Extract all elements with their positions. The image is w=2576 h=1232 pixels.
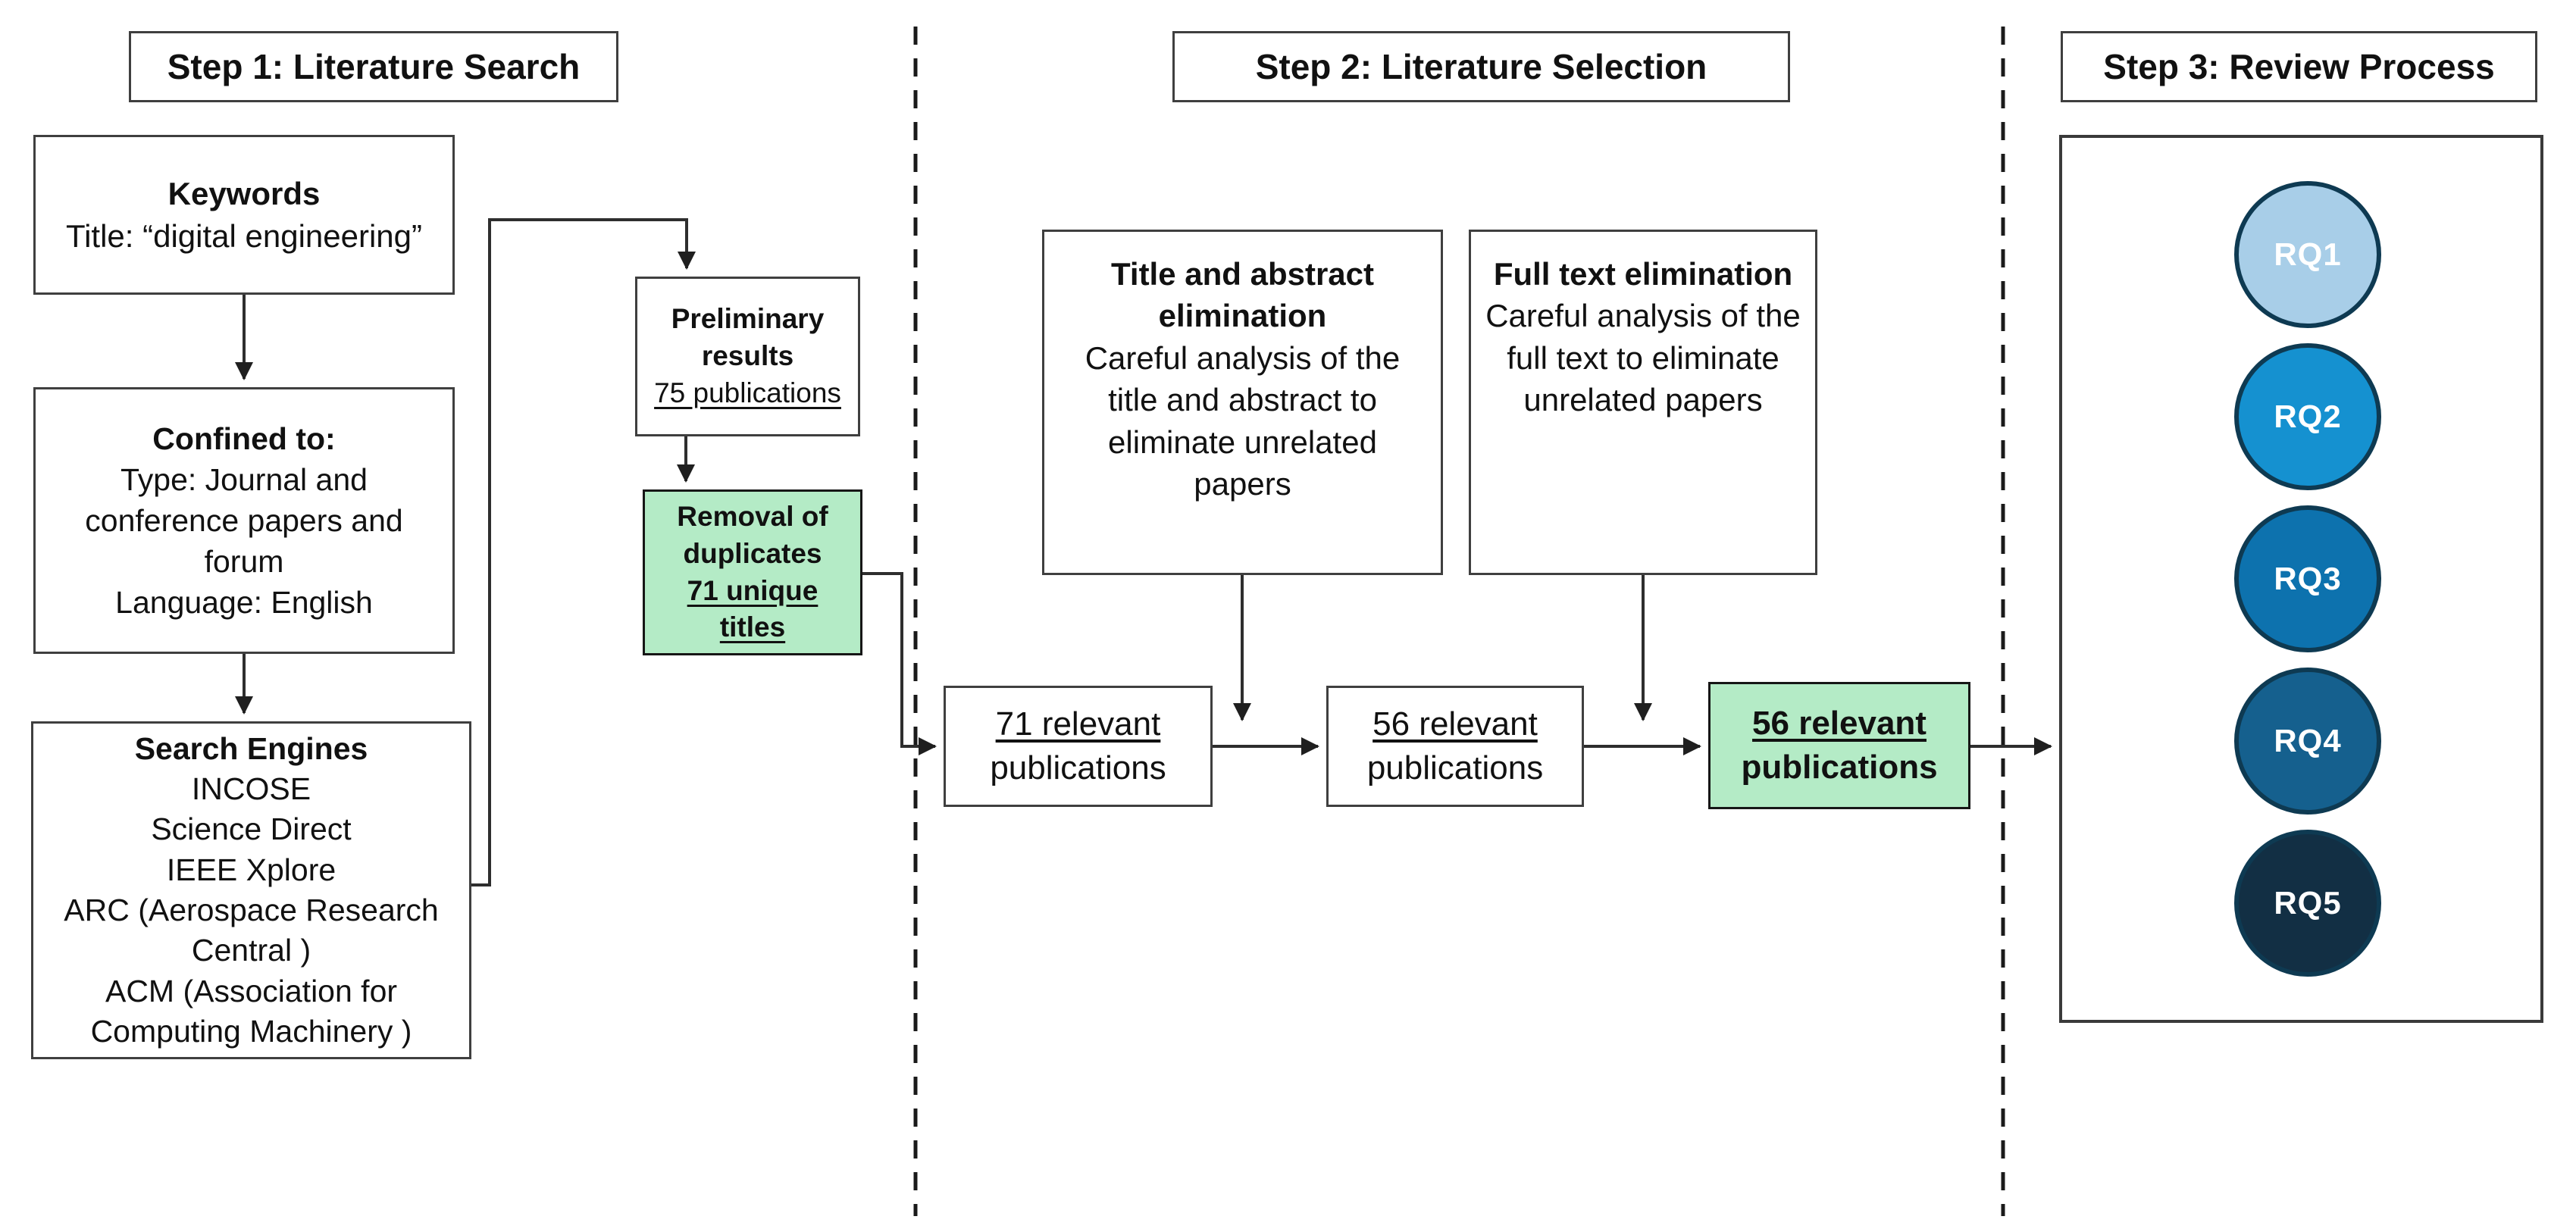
confined-title: Confined to: xyxy=(152,421,336,456)
keywords-body: Title: “digital engineering” xyxy=(65,217,423,254)
step3-header: Step 3: Review Process xyxy=(2061,31,2537,102)
confined-to-box: Confined to: Type: Journal and conferenc… xyxy=(33,387,455,654)
keywords-box: Keywords Title: “digital engineering” xyxy=(33,135,455,295)
removal-count: 71 unique titles xyxy=(687,574,818,643)
confined-language-line: Language: English xyxy=(115,585,373,621)
search-engine-item: ACM (Association for Computing Machinery… xyxy=(90,973,412,1049)
preliminary-results-box: Preliminary results 75 publications xyxy=(635,277,860,436)
publications-56-final-unit: publications xyxy=(1741,749,1938,786)
publications-56-box: 56 relevant publications xyxy=(1326,686,1584,807)
rq4-circle: RQ4 xyxy=(2234,668,2381,815)
confined-type-line: Type: Journal and conference papers and … xyxy=(85,461,403,580)
rq2-circle: RQ2 xyxy=(2234,343,2381,490)
publications-71-unit: publications xyxy=(990,749,1166,786)
full-elim-body: Careful analysis of the full text to eli… xyxy=(1485,298,1801,418)
search-engines-box: Search Engines INCOSE Science Direct IEE… xyxy=(31,721,471,1059)
search-engines-title: Search Engines xyxy=(134,730,368,766)
preliminary-title: Preliminary results xyxy=(671,303,825,372)
search-engine-item: Science Direct xyxy=(151,811,352,847)
rq5-circle: RQ5 xyxy=(2234,830,2381,977)
publications-56-final-box: 56 relevant publications xyxy=(1708,682,1970,809)
publications-56-count: 56 relevant xyxy=(1373,705,1538,743)
connector-removal-to-71relevant xyxy=(862,572,937,755)
search-engine-item: ARC (Aerospace Research Central ) xyxy=(64,893,439,968)
preliminary-count: 75 publications xyxy=(654,377,841,408)
publications-71-box: 71 relevant publications xyxy=(944,686,1213,807)
removal-duplicates-box: Removal of duplicates 71 unique titles xyxy=(643,489,862,655)
title-abstract-elimination-box: Title and abstract elimination Careful a… xyxy=(1042,230,1443,575)
rq3-circle: RQ3 xyxy=(2234,505,2381,652)
publications-56-unit: publications xyxy=(1366,749,1544,786)
rq1-circle: RQ1 xyxy=(2234,181,2381,328)
full-elim-title: Full text elimination xyxy=(1493,256,1793,292)
publications-56-final-count: 56 relevant xyxy=(1752,704,1927,742)
removal-title: Removal of duplicates xyxy=(677,500,828,569)
publications-71-count: 71 relevant xyxy=(995,705,1161,743)
connector-search-to-preliminary xyxy=(471,218,696,886)
step1-header: Step 1: Literature Search xyxy=(129,31,618,102)
full-text-elimination-box: Full text elimination Careful analysis o… xyxy=(1469,230,1817,575)
keywords-title: Keywords xyxy=(167,176,321,212)
search-engine-item: INCOSE xyxy=(191,771,311,807)
search-engine-item: IEEE Xplore xyxy=(166,852,336,887)
title-elim-title: Title and abstract elimination xyxy=(1111,256,1374,334)
step2-header: Step 2: Literature Selection xyxy=(1172,31,1790,102)
title-elim-body: Careful analysis of the title and abstra… xyxy=(1085,339,1401,502)
